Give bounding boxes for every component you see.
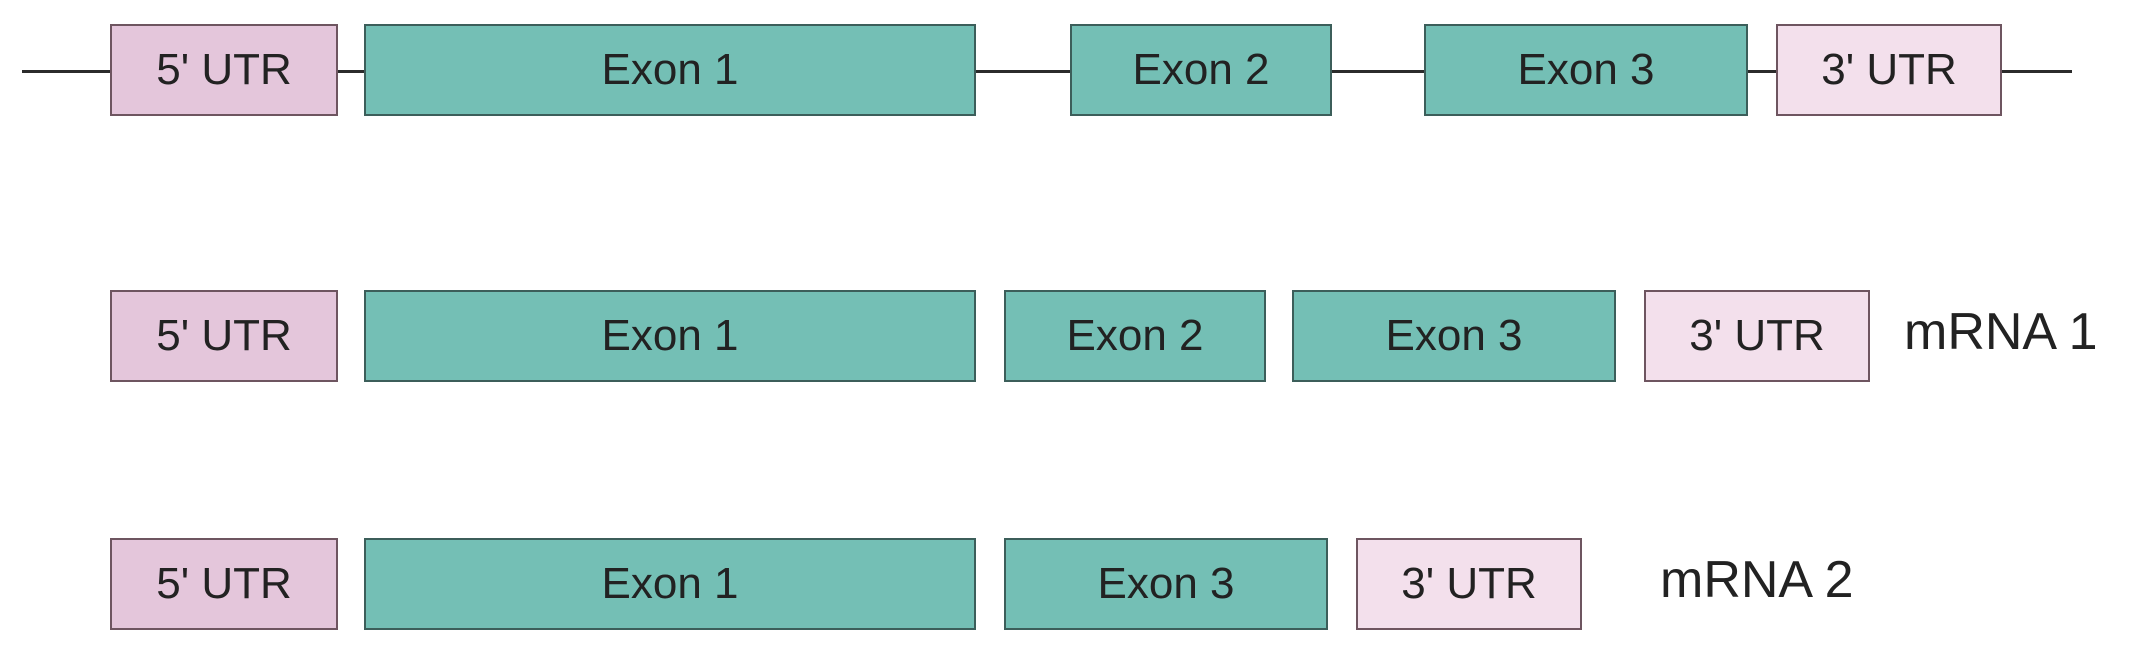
gene-5-utr: 5' UTR [110, 24, 338, 116]
gene-backbone-line [22, 70, 2072, 73]
mrna1-exon-1: Exon 1 [364, 290, 976, 382]
gene-3-utr: 3' UTR [1776, 24, 2002, 116]
mrna1-5-utr: 5' UTR [110, 290, 338, 382]
gene-exon-2: Exon 2 [1070, 24, 1332, 116]
mrna1-3-utr: 3' UTR [1644, 290, 1870, 382]
mrna2-label: mRNA 2 [1660, 551, 1854, 609]
mrna2-exon-1: Exon 1 [364, 538, 976, 630]
mrna1-exon-2: Exon 2 [1004, 290, 1266, 382]
mrna2-exon-3: Exon 3 [1004, 538, 1328, 630]
mrna2-5-utr: 5' UTR [110, 538, 338, 630]
gene-exon-3: Exon 3 [1424, 24, 1748, 116]
mrna1-exon-3: Exon 3 [1292, 290, 1616, 382]
gene-exon-1: Exon 1 [364, 24, 976, 116]
mrna1-label: mRNA 1 [1904, 303, 2098, 361]
mrna2-3-utr: 3' UTR [1356, 538, 1582, 630]
